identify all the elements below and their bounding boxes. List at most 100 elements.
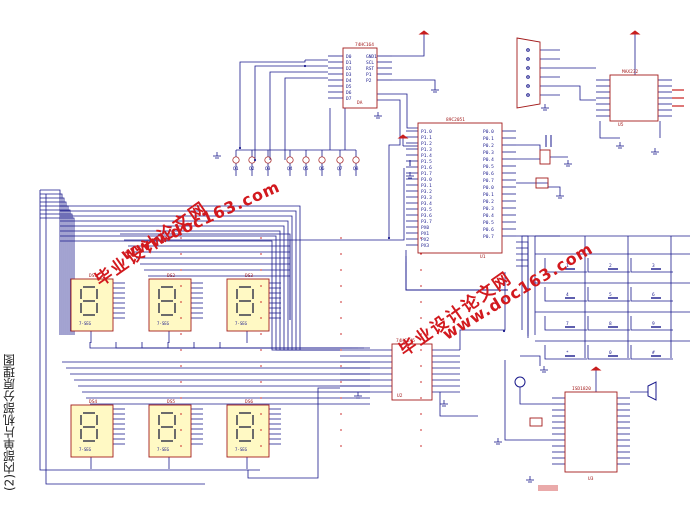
- wire: [39, 190, 260, 471]
- transistor-icon: [286, 156, 294, 164]
- wire: [544, 287, 587, 302]
- speaker-icon: [647, 381, 657, 401]
- transistor-label: Q7: [337, 166, 343, 172]
- chip-name: 89C2051: [446, 117, 465, 123]
- pin-label: D0: [346, 54, 352, 60]
- pin-label: SCL: [366, 60, 374, 66]
- wire: [516, 265, 529, 338]
- wire: [587, 287, 630, 302]
- wire: [544, 316, 587, 331]
- key-label: 5: [609, 292, 612, 298]
- microphone-icon: [514, 376, 526, 388]
- segment-glyph: [158, 286, 176, 316]
- pin-label: P0.3: [483, 150, 494, 156]
- transistor-icon: [352, 156, 360, 164]
- component-labels: 74HC164D0D1D2D3D4D5D6D7GND1SCLRSTP1P2DAQ…: [79, 42, 655, 482]
- wire: [141, 342, 358, 349]
- key-label: 6: [652, 292, 655, 298]
- pin-label: RST: [366, 66, 374, 72]
- wire: [377, 93, 418, 129]
- pin-label: P1.4: [421, 153, 432, 159]
- vcc-icon: [590, 366, 602, 371]
- pin-label: D5: [346, 84, 352, 90]
- wire: [405, 268, 508, 291]
- segment-glyph: [80, 286, 98, 316]
- pin-label: P0.0: [483, 185, 494, 191]
- segment-glyph: [80, 412, 98, 442]
- wire: [519, 387, 552, 405]
- junction-dot: [253, 158, 257, 162]
- pin-label: PX1: [421, 231, 429, 237]
- transistor-label: Q3: [265, 166, 271, 172]
- wire: [40, 201, 67, 335]
- wire: [269, 71, 305, 160]
- pin-label: P3.1: [421, 183, 432, 189]
- connector-pin: [526, 57, 530, 61]
- pin-label: P0.4: [483, 213, 494, 219]
- components: [70, 30, 684, 491]
- transistor-icon: [302, 156, 310, 164]
- pin-label: P0.5: [483, 164, 494, 170]
- key-label: *: [566, 350, 569, 356]
- pin-label: D1: [346, 60, 352, 66]
- pin-label: D3: [346, 72, 352, 78]
- chip-name: 74HC245: [396, 338, 415, 344]
- pin-label: P0.6: [483, 171, 494, 177]
- digit-type-label: 7-SEG: [79, 321, 92, 326]
- pin-label: GND1: [366, 54, 377, 60]
- chip-ref: U2: [397, 393, 403, 399]
- pin-label: P0.6: [483, 227, 494, 233]
- pin-label: P1.5: [421, 159, 432, 165]
- connector-pin: [526, 48, 530, 52]
- transistor-label: Q6: [319, 166, 325, 172]
- wire: [560, 85, 596, 101]
- junction-dot: [387, 236, 391, 240]
- pin-label: PX0: [421, 225, 429, 231]
- wire: [587, 258, 630, 273]
- wire: [193, 342, 346, 349]
- wire: [40, 197, 65, 335]
- key-label: 3: [652, 263, 655, 269]
- digit-ref: DS5: [167, 399, 175, 405]
- pin-label: P3.3: [421, 195, 432, 201]
- vcc-icon: [629, 30, 641, 35]
- wire: [290, 168, 405, 241]
- segment-glyph: [236, 412, 254, 442]
- vcc-icon: [418, 30, 430, 35]
- pin-label: D6: [346, 90, 352, 96]
- connector-pin: [526, 93, 530, 97]
- driver-chip: [391, 343, 433, 401]
- pin-label: P0.7: [483, 178, 494, 184]
- wire: [599, 121, 620, 139]
- key-label: 7: [566, 321, 569, 327]
- pin-label: P0.2: [483, 199, 494, 205]
- pin-label: P1.3: [421, 147, 432, 153]
- wire: [284, 77, 305, 160]
- rs232-chip: [609, 74, 659, 122]
- wire: [630, 258, 673, 273]
- transistor-icon: [318, 156, 326, 164]
- pin-label: P0.1: [483, 136, 494, 142]
- wire: [392, 42, 425, 57]
- chip-name: ISD1820: [572, 386, 591, 392]
- wire: [40, 193, 63, 335]
- wire: [45, 194, 205, 485]
- junction-dot: [238, 146, 242, 150]
- chip-ref: DA: [357, 100, 363, 106]
- pin-label: P0.7: [483, 234, 494, 240]
- junction-dot: [502, 329, 506, 333]
- wiring: [39, 34, 690, 485]
- pin-label: D2: [346, 66, 352, 72]
- pin-label: P0.3: [483, 206, 494, 212]
- wire: [40, 217, 75, 335]
- digit-type-label: 7-SEG: [157, 321, 170, 326]
- wire: [115, 342, 364, 349]
- chip-ref: U5: [618, 122, 624, 128]
- pin-label: P3.0: [421, 177, 432, 183]
- wire: [247, 387, 340, 479]
- key-label: 0: [609, 350, 612, 356]
- pin-label: P1: [366, 72, 372, 78]
- transistor-label: Q2: [249, 166, 255, 172]
- wire: [630, 345, 673, 360]
- pin-label: P0.5: [483, 220, 494, 226]
